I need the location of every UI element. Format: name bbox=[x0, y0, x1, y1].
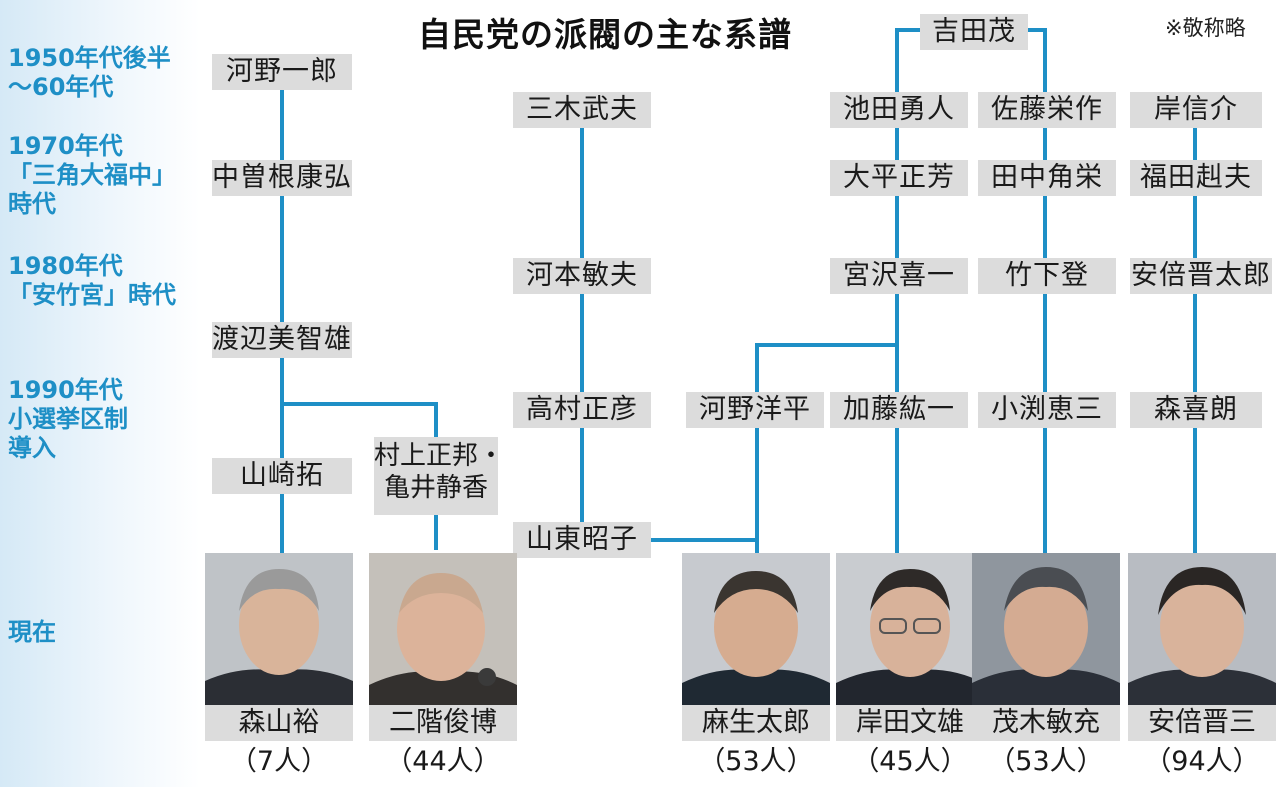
node-kishi: 岸信介 bbox=[1130, 92, 1262, 128]
portrait-nikai bbox=[369, 553, 517, 705]
node-line: 村上正邦・ bbox=[374, 441, 505, 471]
node-takamura: 高村正彦 bbox=[513, 392, 651, 428]
line-yoshida-sato bbox=[1026, 28, 1047, 96]
node-komoto: 河本敏夫 bbox=[513, 258, 651, 294]
node-fukuda: 福田赳夫 bbox=[1130, 160, 1262, 196]
node-mori: 森喜朗 bbox=[1130, 392, 1262, 428]
leader-name-nikai: 二階俊博 bbox=[369, 705, 517, 741]
node-takeshita: 竹下登 bbox=[978, 258, 1116, 294]
member-count-aso: （53人） bbox=[698, 746, 814, 777]
portrait-motegi bbox=[972, 553, 1120, 705]
node-murakami-kamei: 村上正邦・ 亀井静香 bbox=[374, 437, 505, 515]
line-miyazawa-kono bbox=[755, 343, 899, 396]
member-count-motegi: （53人） bbox=[988, 746, 1104, 777]
era-sidebar bbox=[0, 0, 200, 787]
line-yoshida-split bbox=[895, 28, 922, 96]
node-yoshida: 吉田茂 bbox=[920, 14, 1028, 50]
era-line: 「安竹宮」時代 bbox=[8, 281, 176, 309]
node-ohira: 大平正芳 bbox=[830, 160, 968, 196]
leader-name-kishida: 岸田文雄 bbox=[836, 705, 984, 741]
era-label-1980s: 1980年代 「安竹宮」時代 bbox=[8, 252, 176, 310]
node-kono-ichiro: 河野一郎 bbox=[212, 54, 352, 90]
portrait-abe bbox=[1128, 553, 1276, 705]
portrait-moriyama bbox=[205, 553, 353, 705]
era-line: ～60年代 bbox=[8, 73, 114, 101]
era-label-1970s: 1970年代 「三角大福中」 時代 bbox=[8, 132, 176, 219]
node-kato: 加藤紘一 bbox=[830, 392, 968, 428]
node-miki: 三木武夫 bbox=[513, 92, 651, 128]
era-line: 現在 bbox=[8, 618, 56, 646]
leader-name-aso: 麻生太郎 bbox=[682, 705, 830, 741]
node-obuchi: 小渕恵三 bbox=[978, 392, 1116, 428]
node-nakasone: 中曽根康弘 bbox=[212, 160, 352, 196]
leader-name-abe: 安倍晋三 bbox=[1128, 705, 1276, 741]
member-count-moriyama: （7人） bbox=[229, 746, 329, 777]
line-watanabe-murakami bbox=[280, 402, 438, 439]
node-tanaka: 田中角栄 bbox=[978, 160, 1116, 196]
member-count-kishida: （45人） bbox=[852, 746, 968, 777]
node-abe-shintaro: 安倍晋太郎 bbox=[1130, 258, 1272, 294]
era-label-1990s: 1990年代 小選挙区制 導入 bbox=[8, 376, 128, 463]
era-line: 「三角大福中」 bbox=[8, 161, 176, 189]
era-label-present: 現在 bbox=[8, 618, 56, 647]
era-line: 小選挙区制 bbox=[8, 405, 128, 433]
era-line: 1990年代 bbox=[8, 376, 123, 404]
portrait-kishida bbox=[836, 553, 984, 705]
era-line: 1980年代 bbox=[8, 252, 123, 280]
node-sato: 佐藤栄作 bbox=[978, 92, 1116, 128]
node-yamasaki: 山崎拓 bbox=[212, 458, 352, 494]
leader-name-moriyama: 森山裕 bbox=[205, 705, 353, 741]
portrait-aso bbox=[682, 553, 830, 705]
node-kono-yohei: 河野洋平 bbox=[686, 392, 824, 428]
node-santo: 山東昭子 bbox=[513, 522, 651, 558]
node-watanabe: 渡辺美智雄 bbox=[212, 322, 352, 358]
honorific-note: ※敬称略 bbox=[1165, 16, 1246, 40]
era-label-1950s: 1950年代後半 ～60年代 bbox=[8, 44, 171, 102]
node-miyazawa: 宮沢喜一 bbox=[830, 258, 968, 294]
era-line: 導入 bbox=[8, 434, 56, 462]
node-ikeda: 池田勇人 bbox=[830, 92, 968, 128]
era-line: 時代 bbox=[8, 190, 56, 218]
node-line: 亀井静香 bbox=[383, 473, 488, 503]
era-line: 1970年代 bbox=[8, 132, 123, 160]
chart-title: 自民党の派閥の主な系譜 bbox=[418, 15, 792, 54]
member-count-nikai: （44人） bbox=[385, 746, 501, 777]
leader-name-motegi: 茂木敏充 bbox=[972, 705, 1120, 741]
member-count-abe: （94人） bbox=[1144, 746, 1260, 777]
era-line: 1950年代後半 bbox=[8, 44, 171, 72]
